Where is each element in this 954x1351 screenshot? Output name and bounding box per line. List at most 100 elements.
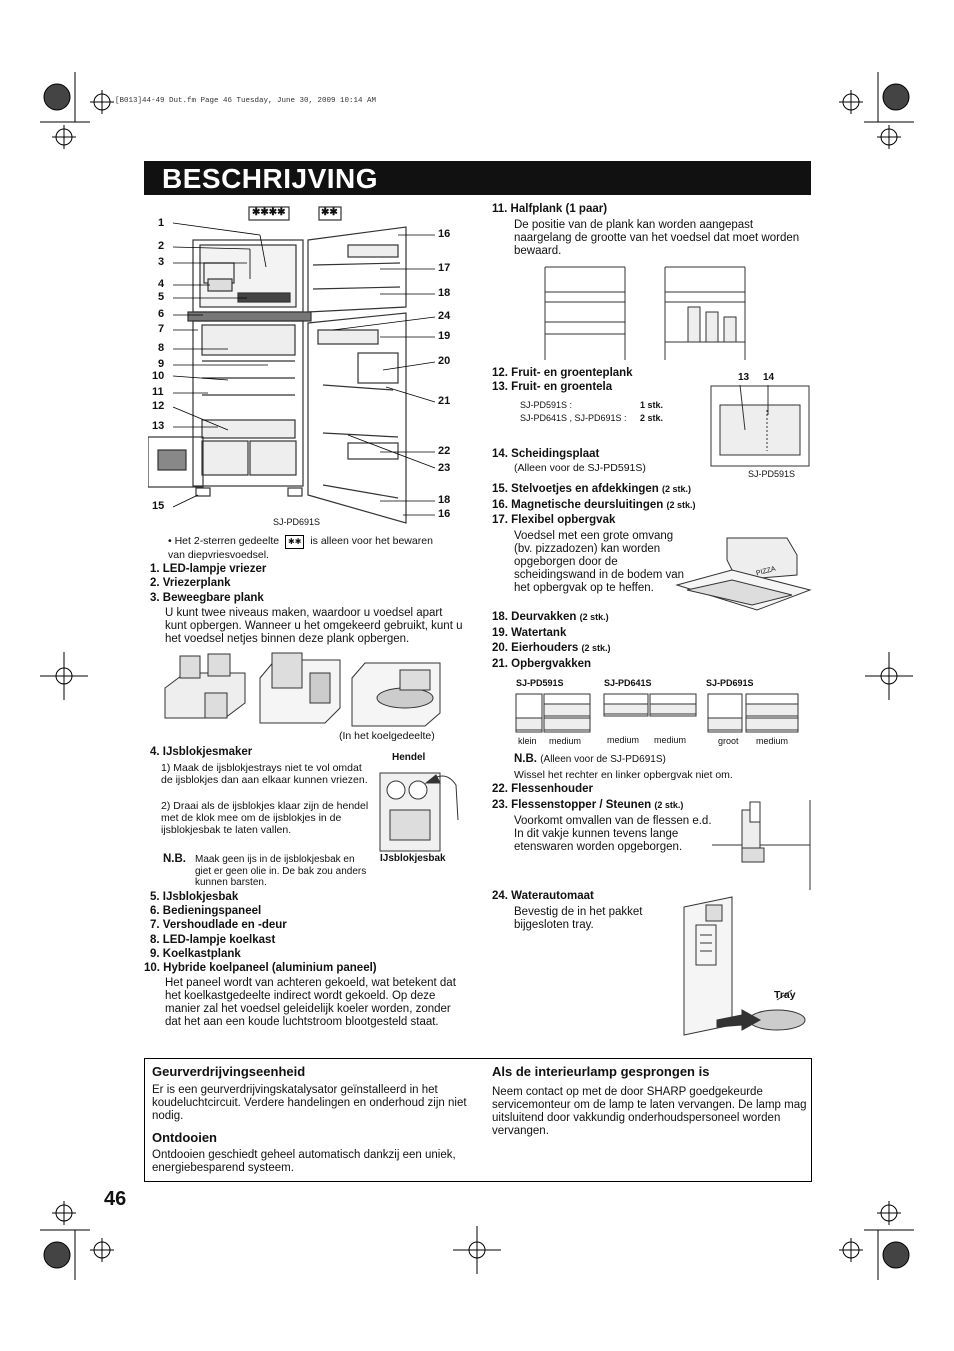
left-item-8: 8. LED-lampje koelkast xyxy=(150,934,275,947)
lamp-text: Neem contact op met de door SHARP goedge… xyxy=(492,1086,807,1138)
label-ijsblokjesbak: IJsblokjesbak xyxy=(380,853,446,864)
item17-description: Voedsel met een grote omvang (bv. pizzad… xyxy=(514,530,694,595)
tray-label: Tray xyxy=(774,989,796,1001)
left-item-7: 7. Vershoudlade en -deur xyxy=(150,919,287,932)
right-item-18: 18. Deurvakken (2 stk.) xyxy=(492,611,609,624)
callout-4: 4 xyxy=(158,278,164,290)
callout-12: 12 xyxy=(152,400,164,412)
item4-step-2: 2) Draai als de ijsblokjes klaar zijn de… xyxy=(161,800,371,836)
item23-label: 23. Flessenstopper / Steunen xyxy=(492,799,651,811)
item20-qty: (2 stk.) xyxy=(582,643,611,653)
callout-8: 8 xyxy=(158,342,164,354)
water-dispenser-illustration xyxy=(682,895,807,1045)
page-title: BESCHRIJVING xyxy=(162,163,378,195)
callout-2: 2 xyxy=(158,240,164,252)
item20-label: 20. Eierhouders xyxy=(492,642,578,654)
right-item-14: 14. Scheidingsplaat xyxy=(492,448,599,461)
item23-qty: (2 stk.) xyxy=(654,800,683,810)
item24-description: Bevestig de in het pakket bijgesloten tr… xyxy=(514,906,674,932)
right-item-23: 23. Flessenstopper / Steunen (2 stk.) xyxy=(492,799,683,812)
item16-qty: (2 stk.) xyxy=(666,500,695,510)
right-item-11: 11. Halfplank (1 paar) xyxy=(492,203,607,216)
callout-10: 10 xyxy=(152,370,164,382)
item10-description: Het paneel wordt van achteren gekoeld, w… xyxy=(165,977,465,1029)
pocket-label-2a: medium xyxy=(607,735,639,745)
callout-1: 1 xyxy=(158,217,164,229)
pocket-model-3: SJ-PD691S xyxy=(706,678,754,688)
left-item-5: 5. IJsblokjesbak xyxy=(150,891,238,904)
shelf-illustrations xyxy=(160,648,445,730)
two-star-note: • Het 2-sterren gedeelte ✱✱ is alleen vo… xyxy=(168,535,438,561)
right-item-19: 19. Watertank xyxy=(492,627,566,640)
callout-18b: 18 xyxy=(438,494,450,506)
item15-label: 15. Stelvoetjes en afdekkingen xyxy=(492,483,659,495)
pocket-label-3b: medium xyxy=(756,736,788,746)
callout-5: 5 xyxy=(158,291,164,303)
item3-description: U kunt twee niveaus maken, waardoor u vo… xyxy=(165,607,465,646)
right-item-24: 24. Waterautomaat xyxy=(492,890,594,903)
ice-maker-illustration xyxy=(376,765,462,853)
crisper-label-14: 14 xyxy=(763,372,774,383)
label-hendel: Hendel xyxy=(392,752,425,763)
item3-caption: (In het koelgedeelte) xyxy=(339,730,435,742)
defrost-text: Ontdooien geschiedt geheel automatisch d… xyxy=(152,1149,472,1175)
right-item-20: 20. Eierhouders (2 stk.) xyxy=(492,642,611,655)
item13-qty-a: 1 stk. xyxy=(640,400,663,410)
odor-heading: Geurverdrijvingseenheid xyxy=(152,1064,305,1079)
callout-3: 3 xyxy=(158,256,164,268)
callout-21: 21 xyxy=(438,395,450,407)
callout-18a: 18 xyxy=(438,287,450,299)
lamp-heading: Als de interieurlamp gesprongen is xyxy=(492,1064,709,1079)
two-star-label: ✱✱ xyxy=(321,207,338,218)
info-box: Geurverdrijvingseenheid Er is een geurve… xyxy=(144,1058,812,1182)
callout-20: 20 xyxy=(438,355,450,367)
item16-label: 16. Magnetische deursluitingen xyxy=(492,499,663,511)
item15-qty: (2 stk.) xyxy=(662,484,691,494)
item4-nb-label: N.B. xyxy=(163,853,186,866)
callout-9: 9 xyxy=(158,358,164,370)
odor-text: Er is een geurverdrijvingskatalysator ge… xyxy=(152,1084,472,1123)
item4-step-1: 1) Maak de ijsblokjestrays niet te vol o… xyxy=(161,762,371,786)
pocket-nb-label: N.B. xyxy=(514,753,537,765)
right-item-21: 21. Opbergvakken xyxy=(492,658,591,671)
right-item-13: 13. Fruit- en groentela xyxy=(492,381,612,394)
callout-16b: 16 xyxy=(438,508,450,520)
pocket-label-1a: klein xyxy=(518,736,537,746)
callout-17: 17 xyxy=(438,262,450,274)
pocket-label-1b: medium xyxy=(549,736,581,746)
item4-nb-text: Maak geen ijs in de ijsblokjesbak en gie… xyxy=(195,854,373,889)
callout-19: 19 xyxy=(438,330,450,342)
item23-description: Voorkomt omvallen van de flessen e.d. In… xyxy=(514,815,714,854)
pocket-label-2b: medium xyxy=(654,735,686,745)
diagram-model: SJ-PD691S xyxy=(273,517,320,527)
pocket-nb-text2: Wissel het rechter en linker opbergvak n… xyxy=(514,769,733,781)
callout-22: 22 xyxy=(438,445,450,457)
callout-24: 24 xyxy=(438,310,450,322)
callout-23: 23 xyxy=(438,462,450,474)
item11-description: De positie van de plank kan worden aange… xyxy=(514,219,809,258)
left-item-6: 6. Bedieningspaneel xyxy=(150,905,261,918)
callout-16a: 16 xyxy=(438,228,450,240)
callout-6: 6 xyxy=(158,308,164,320)
callout-13: 13 xyxy=(152,420,164,432)
left-item-10: 10. Hybride koelpaneel (aluminium paneel… xyxy=(144,962,377,975)
pocket-nb: N.B. (Alleen voor de SJ-PD691S) xyxy=(514,753,666,766)
left-item-9: 9. Koelkastplank xyxy=(150,948,241,961)
crisper-model: SJ-PD591S xyxy=(748,469,795,479)
two-star-icon: ✱✱ xyxy=(285,535,304,549)
left-item-2: 2. Vriezerplank xyxy=(150,577,231,590)
pockets-illustration xyxy=(514,692,804,736)
half-shelf-illustrations xyxy=(540,262,752,362)
file-header: [B013]44-49 Dut.fm Page 46 Tuesday, June… xyxy=(115,97,376,105)
pocket-nb-text: (Alleen voor de SJ-PD691S) xyxy=(540,754,666,765)
right-item-12: 12. Fruit- en groenteplank xyxy=(492,367,633,380)
right-item-17: 17. Flexibel opbergvak xyxy=(492,514,615,527)
item13-models-a: SJ-PD591S : xyxy=(520,400,572,410)
bottle-stopper-illustration xyxy=(712,800,812,890)
fridge-diagram xyxy=(148,205,458,525)
pocket-model-1: SJ-PD591S xyxy=(516,678,564,688)
left-item-4: 4. IJsblokjesmaker xyxy=(150,746,252,759)
pocket-label-3a: groot xyxy=(718,736,739,746)
right-item-16: 16. Magnetische deursluitingen (2 stk.) xyxy=(492,499,695,512)
defrost-heading: Ontdooien xyxy=(152,1130,217,1145)
